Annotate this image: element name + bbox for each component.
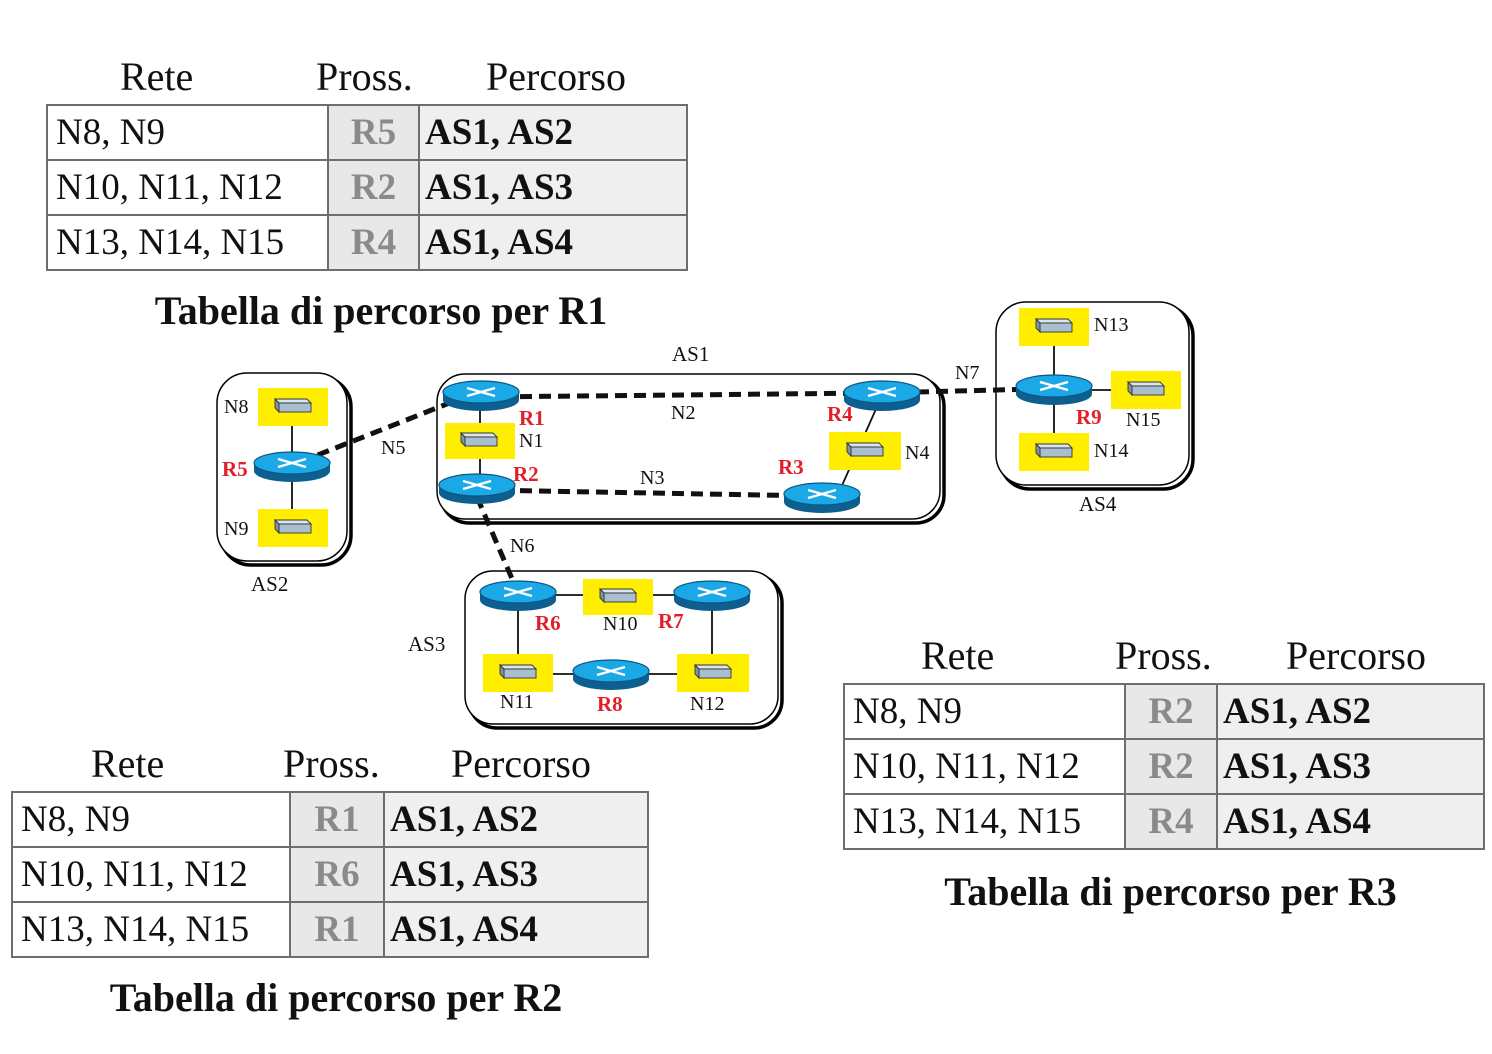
- next-hop-cell: R5: [327, 104, 420, 161]
- table-row: N13, N14, N15 R1 AS1, AS4: [11, 901, 649, 958]
- table-row: N8, N9 R5 AS1, AS2: [46, 104, 688, 161]
- switch-n14-icon: [1035, 443, 1073, 458]
- network-cell: N13, N14, N15: [46, 214, 329, 271]
- switch-n13-icon: [1035, 318, 1073, 333]
- network-label-n4: N4: [905, 442, 929, 464]
- switch-n1-icon: [460, 432, 498, 447]
- router-r3-icon: [782, 481, 862, 515]
- network-label-n3: N3: [640, 467, 664, 489]
- network-cell: N8, N9: [843, 683, 1126, 740]
- network-cell: N10, N11, N12: [46, 159, 329, 216]
- network-label-n14: N14: [1094, 440, 1128, 462]
- header-network: Rete: [91, 741, 165, 786]
- next-hop-cell: R1: [289, 791, 385, 848]
- switch-n15-icon: [1127, 381, 1165, 396]
- network-label-n9: N9: [224, 518, 248, 540]
- table-caption: Tabella di percorso per R1: [154, 288, 608, 333]
- next-hop-cell: R2: [1124, 683, 1218, 740]
- router-label-r9: R9: [1076, 405, 1102, 429]
- link-n2: [481, 390, 878, 400]
- path-cell: AS1, AS2: [383, 791, 649, 848]
- next-hop-cell: R6: [289, 846, 385, 903]
- table-row: N13, N14, N15 R4 AS1, AS4: [46, 214, 688, 271]
- router-label-r3: R3: [778, 455, 804, 479]
- switch-n12-icon: [694, 664, 732, 679]
- router-r5-icon: [252, 450, 332, 484]
- path-cell: AS1, AS3: [383, 846, 649, 903]
- path-cell: AS1, AS2: [1216, 683, 1485, 740]
- router-r2-icon: [437, 472, 517, 506]
- router-r4-icon: [842, 379, 922, 413]
- as4-label: AS4: [1079, 492, 1117, 516]
- network-label-n1: N1: [519, 430, 543, 452]
- path-cell: AS1, AS4: [1216, 793, 1485, 850]
- as3-label: AS3: [408, 632, 445, 656]
- as1-label: AS1: [672, 342, 709, 366]
- link-n5: [299, 395, 463, 465]
- router-label-r1: R1: [519, 406, 545, 430]
- router-label-r4: R4: [827, 402, 853, 426]
- network-label-n8: N8: [224, 396, 248, 418]
- next-hop-cell: R1: [289, 901, 385, 958]
- network-cell: N13, N14, N15: [843, 793, 1126, 850]
- header-network: Rete: [921, 633, 995, 678]
- table-row: N8, N9 R2 AS1, AS2: [843, 683, 1485, 740]
- header-network: Rete: [120, 54, 194, 99]
- next-hop-cell: R2: [327, 159, 420, 216]
- table-row: N8, N9 R1 AS1, AS2: [11, 791, 649, 848]
- router-r1-icon: [441, 379, 521, 413]
- path-cell: AS1, AS4: [418, 214, 688, 271]
- network-cell: N10, N11, N12: [843, 738, 1126, 795]
- router-r9-icon: [1014, 373, 1094, 407]
- header-next-hop: Pross.: [316, 54, 413, 99]
- header-path: Percorso: [486, 54, 626, 99]
- path-cell: AS1, AS3: [1216, 738, 1485, 795]
- table-row: N13, N14, N15 R4 AS1, AS4: [843, 793, 1485, 850]
- header-path: Percorso: [451, 741, 591, 786]
- router-label-r2: R2: [513, 462, 539, 486]
- table-row: N10, N11, N12 R6 AS1, AS3: [11, 846, 649, 903]
- table-row: N10, N11, N12 R2 AS1, AS3: [46, 159, 688, 216]
- link-n6: [474, 496, 519, 589]
- switch-n9-icon: [274, 519, 312, 534]
- network-label-n15: N15: [1126, 409, 1160, 431]
- network-label-n12: N12: [690, 693, 724, 715]
- header-next-hop: Pross.: [283, 741, 380, 786]
- header-next-hop: Pross.: [1115, 633, 1212, 678]
- network-label-n11: N11: [500, 691, 534, 713]
- switch-n11-icon: [499, 664, 537, 679]
- next-hop-cell: R4: [327, 214, 420, 271]
- table-caption: Tabella di percorso per R3: [944, 869, 1397, 914]
- switch-n10-icon: [599, 588, 637, 603]
- network-label-n5: N5: [381, 437, 405, 459]
- router-r6-icon: [478, 579, 558, 613]
- router-label-r6: R6: [535, 611, 561, 635]
- network-cell: N13, N14, N15: [11, 901, 291, 958]
- path-cell: AS1, AS4: [383, 901, 649, 958]
- next-hop-cell: R2: [1124, 738, 1218, 795]
- table-caption: Tabella di percorso per R2: [109, 975, 563, 1020]
- network-cell: N10, N11, N12: [11, 846, 291, 903]
- network-label-n2: N2: [671, 402, 695, 424]
- network-cell: N8, N9: [46, 104, 329, 161]
- network-label-n13: N13: [1094, 314, 1128, 336]
- path-cell: AS1, AS3: [418, 159, 688, 216]
- switch-n8-icon: [274, 398, 312, 413]
- network-cell: N8, N9: [11, 791, 291, 848]
- network-label-n7: N7: [955, 362, 979, 384]
- router-label-r5: R5: [222, 457, 248, 481]
- header-path: Percorso: [1286, 633, 1426, 678]
- next-hop-cell: R4: [1124, 793, 1218, 850]
- router-label-r8: R8: [597, 692, 623, 716]
- path-cell: AS1, AS2: [418, 104, 688, 161]
- router-label-r7: R7: [658, 609, 684, 633]
- router-r7-icon: [672, 579, 752, 613]
- network-label-n10: N10: [603, 613, 637, 635]
- as2-label: AS2: [251, 572, 288, 596]
- router-r8-icon: [571, 658, 651, 692]
- table-row: N10, N11, N12 R2 AS1, AS3: [843, 738, 1485, 795]
- network-label-n6: N6: [510, 535, 534, 557]
- switch-n4-icon: [846, 442, 884, 457]
